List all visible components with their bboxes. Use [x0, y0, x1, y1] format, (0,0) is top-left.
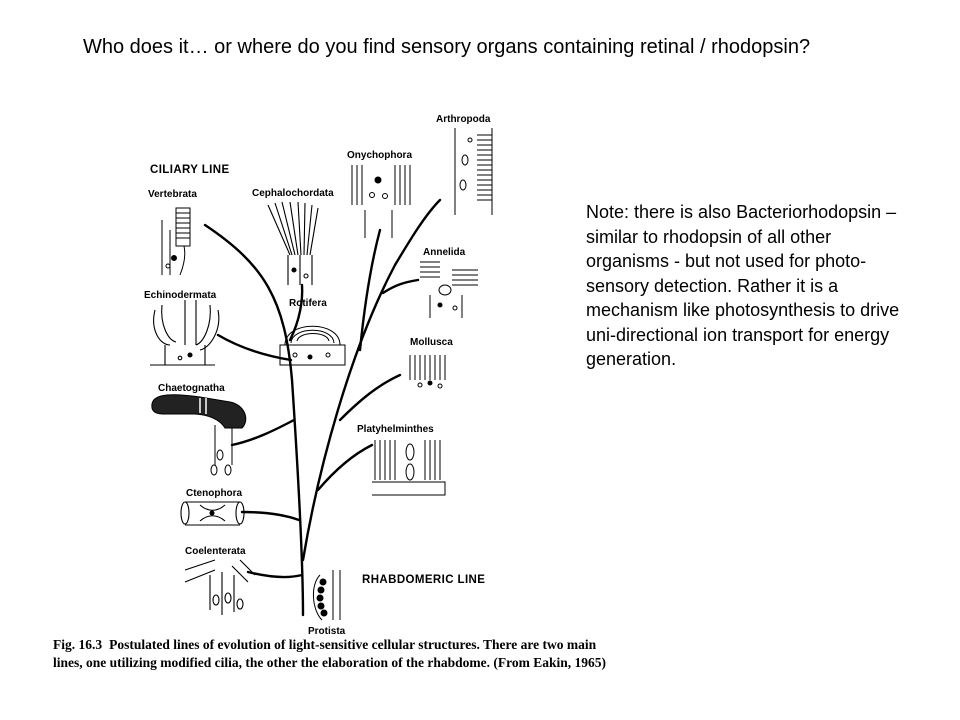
label-arthropoda: Arthropoda [436, 114, 491, 125]
coelenterata-sketch [184, 559, 256, 615]
label-platyhelminthes: Platyhelminthes [357, 424, 434, 435]
branch-onychophora [358, 228, 382, 352]
mollusca-sketch [409, 355, 446, 389]
branch-cephalochordata [288, 283, 304, 342]
figure-number: Fig. 16.3 [53, 637, 103, 652]
branch-coelenterata [246, 570, 304, 579]
bacteriorhodopsin-note: Note: there is also Bacteriorhodopsin – … [586, 202, 900, 369]
ciliary-line-label: CILIARY LINE [150, 164, 230, 176]
echinodermata-sketch [150, 300, 220, 366]
rhabdomeric-line-label: RHABDOMERIC LINE [362, 574, 485, 586]
label-vertebrata: Vertebrata [148, 189, 197, 200]
branch-platyhelminthes [316, 443, 374, 492]
branch-annelida [381, 278, 420, 295]
tree-branches [203, 198, 442, 617]
label-cephalochordata: Cephalochordata [252, 188, 334, 199]
label-rotifera: Rotifera [289, 298, 327, 309]
label-annelida: Annelida [423, 247, 466, 258]
label-coelenterata: Coelenterata [185, 546, 246, 557]
branch-echinodermata [216, 333, 293, 362]
branch-ctenophora [240, 510, 301, 522]
annelida-sketch [420, 261, 478, 318]
figure-caption-text: Postulated lines of evolution of light-s… [53, 637, 606, 670]
arthropoda-sketch [454, 128, 493, 215]
cephalochordata-sketch [267, 201, 319, 285]
label-mollusca: Mollusca [410, 337, 453, 348]
protista-sketch [313, 570, 341, 621]
label-echinodermata: Echinodermata [144, 290, 217, 301]
branch-mollusca [338, 373, 402, 422]
label-protista: Protista [308, 626, 346, 637]
rotifera-sketch [279, 325, 346, 366]
slide-title: Who does it… or where do you find sensor… [83, 36, 811, 58]
tree-trunk [203, 223, 305, 617]
chaetognatha-sketch [151, 394, 247, 476]
label-ctenophora: Ctenophora [186, 488, 243, 499]
label-onychophora: Onychophora [347, 150, 412, 161]
vertebrata-sketch [161, 207, 191, 276]
label-chaetognatha: Chaetognatha [158, 383, 225, 394]
ctenophora-sketch [180, 501, 245, 526]
branch-chaetognatha [230, 418, 296, 447]
branch-rhabdomeric-main [301, 198, 442, 562]
platyhelminthes-sketch [372, 440, 446, 496]
onychophora-sketch [351, 165, 411, 238]
